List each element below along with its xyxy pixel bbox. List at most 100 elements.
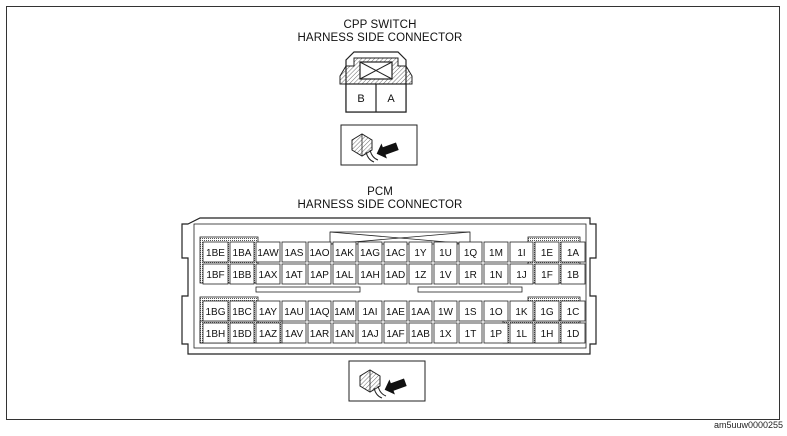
pcm-title: PCM HARNESS SIDE CONNECTOR	[250, 186, 510, 212]
pcm-pin-label: 1G	[540, 307, 554, 318]
pcm-pin-cell	[202, 300, 229, 322]
pcm-pin-label: 1AO	[309, 248, 329, 259]
pcm-pin-cell	[307, 322, 332, 344]
pcm-pin-label: 1Z	[415, 270, 427, 281]
pcm-pin-cell	[534, 322, 560, 344]
pcm-pin-cell	[383, 263, 408, 285]
pcm-pin-cell	[229, 263, 255, 285]
pcm-pin-cell	[332, 241, 357, 263]
pcm-pin-label: 1AR	[310, 329, 329, 340]
pcm-pin-cell	[433, 263, 458, 285]
pcm-pin-label: 1AE	[386, 307, 405, 318]
pcm-pin-cell	[483, 263, 509, 285]
view-direction-icon	[340, 124, 418, 166]
pcm-pin-label: 1BD	[232, 329, 251, 340]
cpp-title: CPP SWITCH HARNESS SIDE CONNECTOR	[250, 19, 510, 45]
pcm-pin-label: 1AH	[360, 270, 379, 281]
pcm-pin-cell	[483, 241, 509, 263]
pcm-pin-cell	[332, 263, 357, 285]
pcm-pin-label: 1AD	[386, 270, 405, 281]
pcm-pin-cell	[357, 322, 383, 344]
pcm-pin-cell	[281, 241, 307, 263]
pcm-pin-cell	[458, 300, 483, 322]
pcm-pin-cell	[560, 322, 586, 344]
pcm-pin-label: 1V	[439, 270, 452, 281]
pcm-pin-label: 1AS	[285, 248, 304, 259]
pcm-pin-label: 1BF	[206, 270, 224, 281]
pcm-pin-label: 1AG	[360, 248, 380, 259]
pcm-pin-cell	[534, 241, 560, 263]
pcm-pin-label: 1W	[438, 307, 454, 318]
pcm-pin-label: 1AB	[411, 329, 430, 340]
pcm-title-line2: HARNESS SIDE CONNECTOR	[297, 199, 463, 211]
pcm-pin-label: 1AW	[257, 248, 279, 259]
pcm-pin-label: 1E	[541, 248, 554, 259]
pcm-pin-label: 1BB	[233, 270, 252, 281]
pcm-pin-label: 1AJ	[361, 329, 378, 340]
pcm-pin-cell	[509, 300, 534, 322]
pcm-pin-label: 1A	[567, 248, 580, 259]
pcm-pin-cell	[357, 263, 383, 285]
footer-code: am5uuw0000255	[713, 420, 783, 430]
cpp-title-line2: HARNESS SIDE CONNECTOR	[297, 32, 463, 44]
pcm-pin-label: 1Y	[414, 248, 427, 259]
pcm-pin-label: 1P	[490, 329, 503, 340]
pcm-pin-cell	[458, 322, 483, 344]
pcm-pin-label: 1J	[516, 270, 527, 281]
pcm-pin-label: 1T	[465, 329, 477, 340]
pcm-pin-cell	[307, 263, 332, 285]
pcm-pin-cell	[307, 241, 332, 263]
pcm-pin-cell	[433, 241, 458, 263]
pcm-pin-label: 1AI	[362, 307, 377, 318]
pcm-pin-label: 1H	[541, 329, 554, 340]
pcm-pin-label: 1F	[541, 270, 553, 281]
cpp-pin-b: B	[357, 93, 364, 105]
pcm-pin-cell	[560, 241, 586, 263]
pcm-pin-label: 1X	[439, 329, 452, 340]
pcm-pin-label: 1Q	[464, 248, 478, 259]
pcm-pin-cell	[534, 300, 560, 322]
pcm-pin-cell	[357, 241, 383, 263]
pcm-pin-cell	[255, 241, 281, 263]
pcm-pin-label: 1BH	[206, 329, 225, 340]
pcm-pin-cell	[509, 241, 534, 263]
pcm-pin-label: 1AT	[285, 270, 303, 281]
pcm-pin-label: 1AZ	[259, 329, 277, 340]
pcm-pin-cell	[255, 300, 281, 322]
pcm-pin-cell	[357, 300, 383, 322]
pcm-pin-label: 1I	[517, 248, 525, 259]
cpp-pin-a: A	[387, 93, 395, 105]
pcm-pin-label: 1M	[489, 248, 503, 259]
pcm-pin-label: 1AV	[285, 329, 303, 340]
pcm-pin-label: 1U	[439, 248, 452, 259]
pcm-pin-cell	[509, 322, 534, 344]
pcm-pin-cell	[433, 322, 458, 344]
pcm-pin-label: 1B	[567, 270, 580, 281]
pcm-pin-label: 1L	[516, 329, 528, 340]
pcm-pin-cell	[433, 300, 458, 322]
pcm-pin-label: 1O	[489, 307, 503, 318]
pcm-pin-label: 1N	[490, 270, 503, 281]
pcm-pin-cell	[458, 241, 483, 263]
pcm-pin-cell	[534, 263, 560, 285]
pcm-pin-label: 1BC	[232, 307, 251, 318]
pcm-pin-label: 1BG	[205, 307, 225, 318]
pcm-pin-cell	[383, 241, 408, 263]
pcm-pin-label: 1AX	[259, 270, 278, 281]
pcm-pin-cell	[307, 300, 332, 322]
pcm-pin-label: 1AQ	[309, 307, 329, 318]
pcm-pin-cell	[202, 241, 229, 263]
pcm-pin-label: 1AK	[335, 248, 354, 259]
pcm-pin-cell	[483, 300, 509, 322]
pcm-pin-cell	[509, 263, 534, 285]
diagram-frame	[6, 6, 780, 420]
pcm-pin-label: 1R	[464, 270, 477, 281]
pcm-title-line1: PCM	[367, 186, 393, 198]
pcm-pin-cell	[202, 263, 229, 285]
pcm-pin-cell	[408, 263, 433, 285]
pcm-pin-cell	[458, 263, 483, 285]
pcm-pin-cell	[255, 322, 281, 344]
